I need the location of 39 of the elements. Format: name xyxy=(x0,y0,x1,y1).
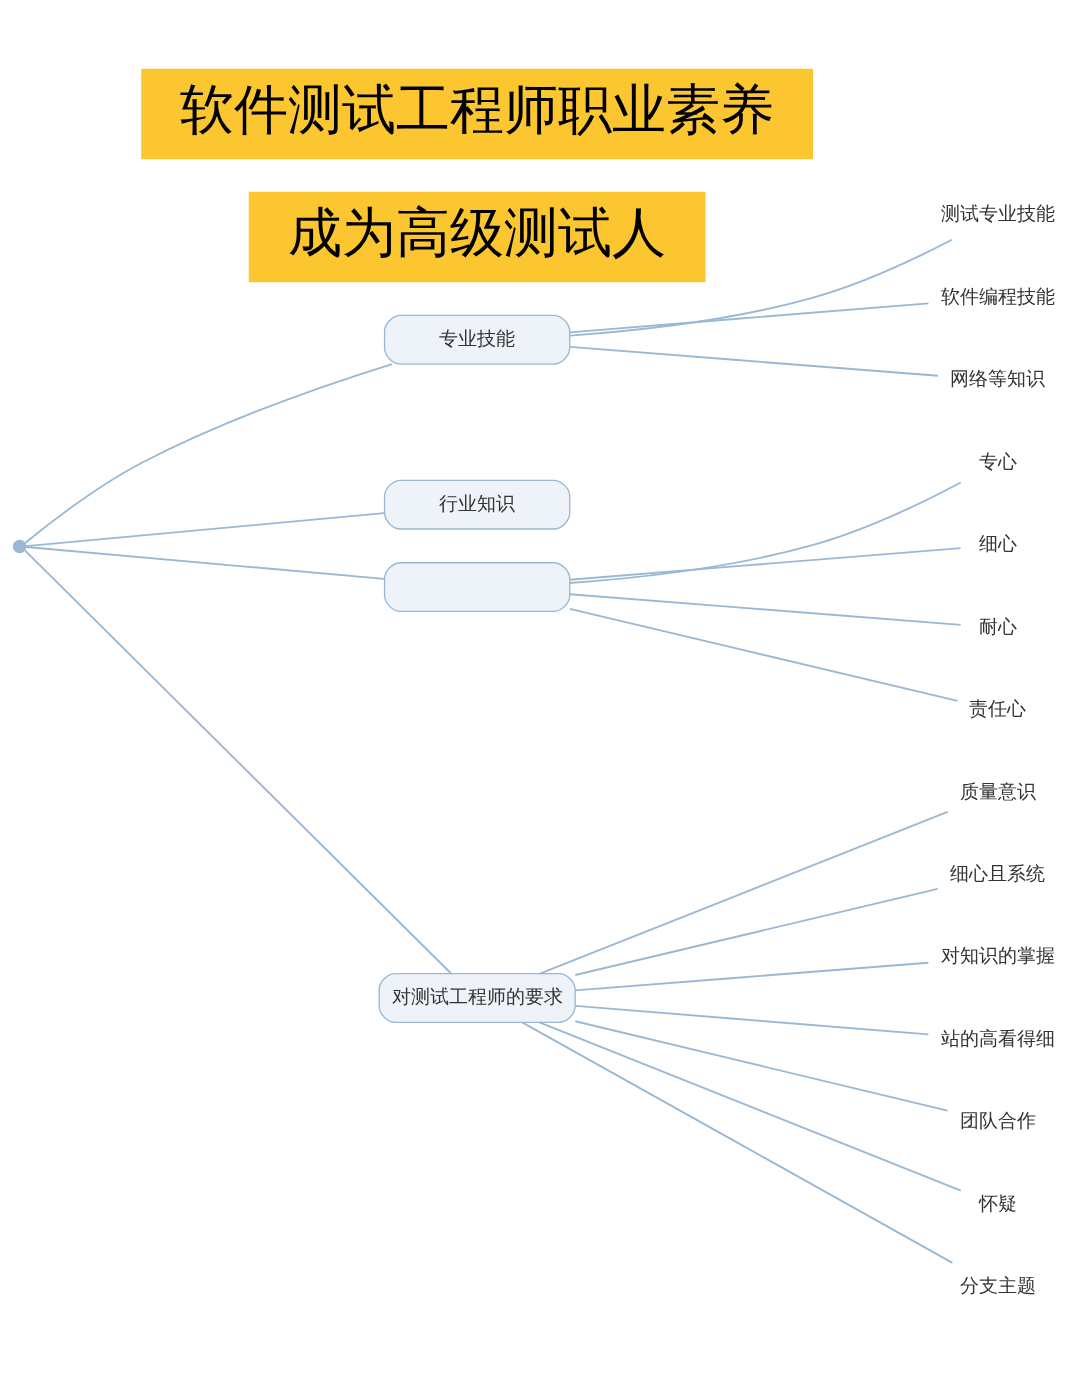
connector xyxy=(538,810,949,975)
node-text: 测试专业技能 xyxy=(940,202,1055,225)
node-text: 软件编程技能 xyxy=(940,284,1055,307)
connector xyxy=(574,961,930,992)
node-text: 细心且系统 xyxy=(950,862,1046,884)
node-box: 成为高级测试人 xyxy=(248,191,706,283)
node-text: 责任心 xyxy=(969,697,1027,720)
connector xyxy=(574,887,939,976)
node-box: 专业技能 xyxy=(383,314,571,365)
node-text: 网络等知识 xyxy=(950,367,1046,390)
connector xyxy=(23,363,393,545)
connector xyxy=(568,238,953,337)
connector xyxy=(568,345,939,377)
node-text: 怀疑 xyxy=(978,1191,1017,1214)
connector xyxy=(568,302,930,334)
node-box xyxy=(383,562,571,613)
node-text: 分支主题 xyxy=(959,1274,1036,1297)
connector xyxy=(538,1021,962,1192)
node-text: 对知识的掌握 xyxy=(940,944,1055,967)
node-text: 站的高看得细 xyxy=(940,1026,1055,1049)
node-circle xyxy=(12,539,27,554)
connector xyxy=(568,547,962,581)
node-box: 对测试工程师的要求 xyxy=(378,973,576,1023)
connector xyxy=(568,607,959,702)
connector xyxy=(574,1020,949,1112)
node-box: 行业知识 xyxy=(383,479,571,530)
connector xyxy=(521,1021,954,1264)
connector xyxy=(568,481,962,584)
connector xyxy=(25,546,386,580)
connector xyxy=(25,512,386,547)
node-box: 软件测试工程师职业素养 xyxy=(141,68,814,160)
connector xyxy=(23,549,452,975)
node-text: 质量意识 xyxy=(959,779,1036,802)
node-text: 专心 xyxy=(978,449,1017,472)
node-text: 团队合作 xyxy=(959,1109,1036,1132)
connector xyxy=(574,1004,930,1036)
node-text: 细心 xyxy=(978,532,1017,555)
node-text: 耐心 xyxy=(978,614,1017,637)
connector xyxy=(568,593,962,626)
